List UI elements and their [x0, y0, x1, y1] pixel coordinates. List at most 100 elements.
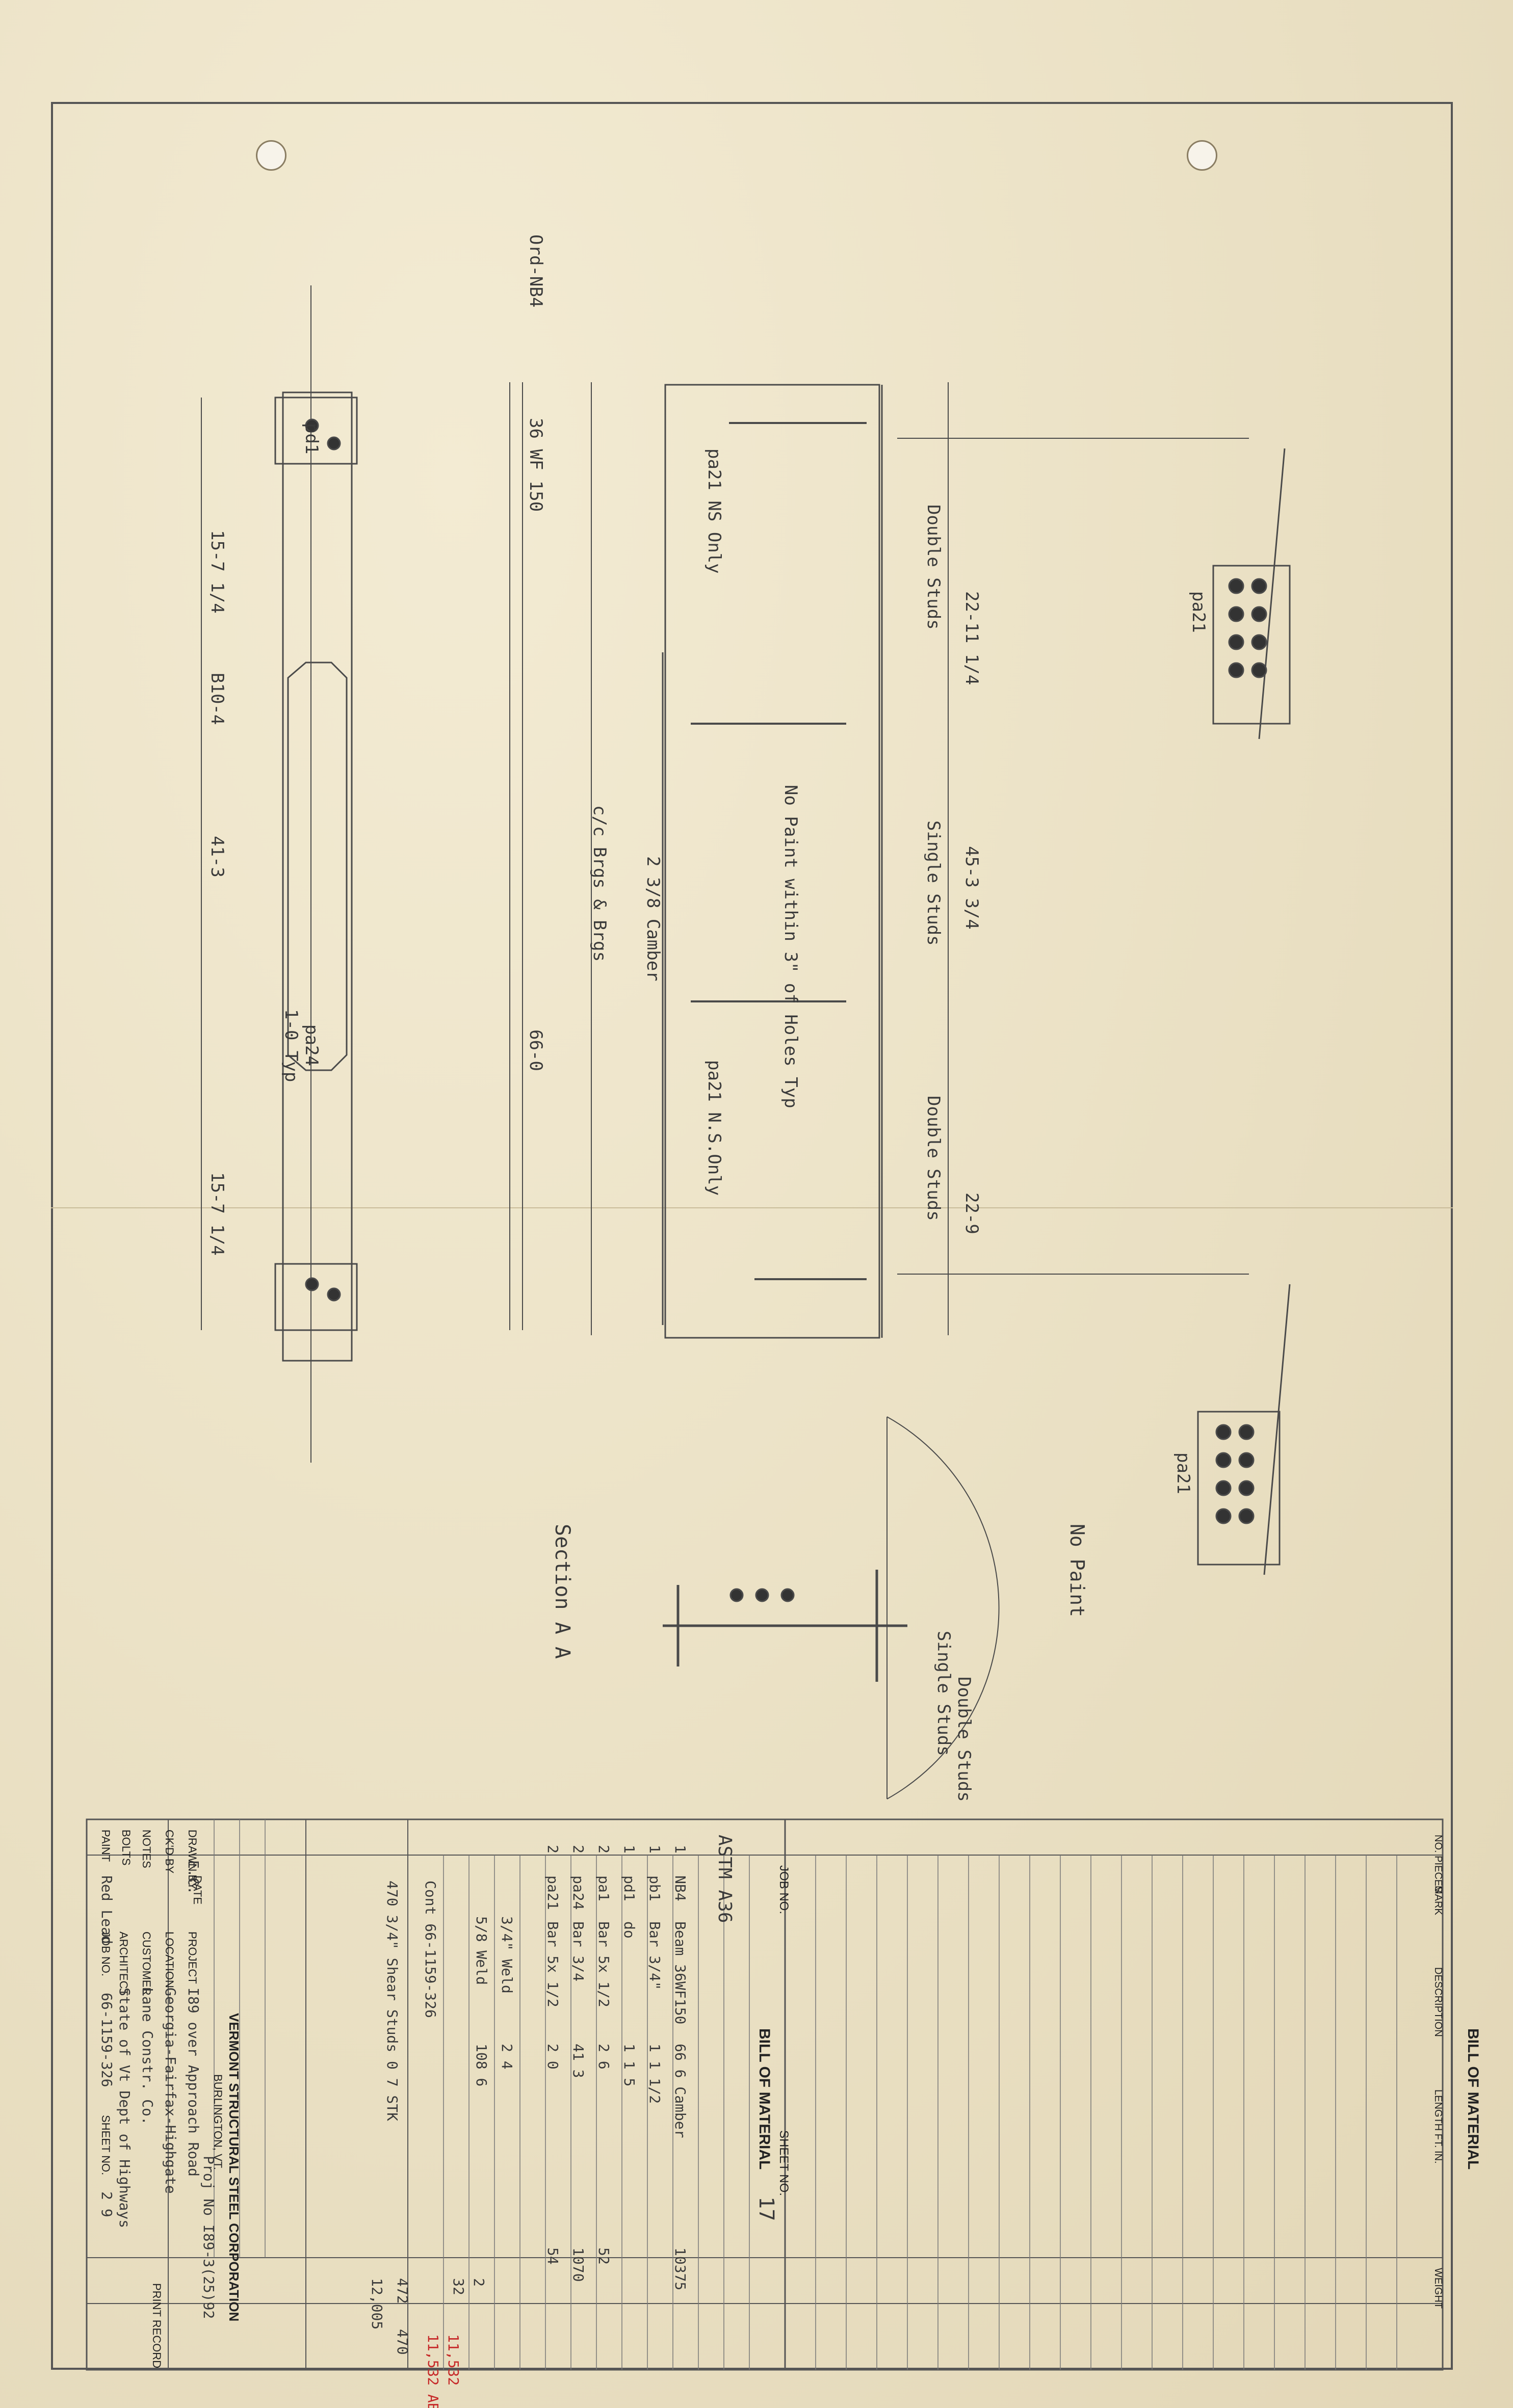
paint-label: PAINT	[99, 1830, 112, 1862]
bom-table	[86, 1818, 1444, 2371]
punch-hole	[1187, 140, 1217, 171]
cover-plate	[287, 661, 348, 1071]
section-aa-label: Section A A	[551, 1524, 574, 1659]
svg-text:pa24: pa24	[570, 1875, 587, 1910]
dim-label: 15-7 1/4	[207, 530, 227, 614]
svg-text:54: 54	[544, 2247, 561, 2265]
svg-text:2: 2	[595, 1845, 612, 1854]
dim-label: 15-7 1/4	[207, 1172, 227, 1256]
project-value: I89 over Approach Road	[185, 1988, 202, 2177]
svg-text:do: do	[621, 1921, 638, 1939]
architect-label: ARCHITECT	[117, 1931, 130, 1996]
dim-label: 1-0 Typ	[281, 1009, 301, 1082]
svg-text:Bar 3/4": Bar 3/4"	[646, 1921, 663, 1990]
part-mark: pa24	[301, 1024, 322, 1066]
total-col: 472	[394, 2278, 411, 2304]
company-city: BURLINGTON, VT.	[212, 2074, 224, 2170]
end-connection-detail-bottom	[1197, 1284, 1291, 1575]
beam-id-label: Ord-NB4	[526, 234, 546, 307]
end-connection-detail-top	[1212, 448, 1291, 739]
svg-text:NB4: NB4	[672, 1875, 689, 1901]
location-label: LOCATION	[163, 1931, 176, 1988]
spec-label: ASTM A36	[714, 1835, 735, 1923]
svg-text:10375: 10375	[672, 2247, 689, 2290]
customer-label: CUSTOMER	[140, 1931, 153, 1996]
svg-text:1070: 1070	[570, 2247, 587, 2282]
svg-text:1: 1	[672, 1845, 689, 1854]
beam-elevation	[664, 384, 880, 1339]
bom-col-header: NO. PIECES	[1432, 1835, 1444, 1893]
dim-label: 41-3	[207, 836, 227, 878]
dim-label: B10-4	[207, 673, 227, 725]
print-record-label: PRINT RECORD	[150, 2283, 163, 2368]
svg-text:2 6: 2 6	[595, 2044, 612, 2070]
date-label: DATE	[191, 1875, 204, 1904]
shear-note: pa21 NS Only	[704, 448, 724, 574]
architect-value: State of Vt Dept of Highways	[116, 1988, 133, 2228]
part-mark: pa21	[1188, 591, 1209, 633]
drawn-value: E.C.	[185, 1860, 202, 1894]
extra-weight: 32	[450, 2278, 467, 2295]
sheet-no-label: SHEET NO.	[777, 2130, 791, 2196]
total-red: 11,532	[445, 2334, 462, 2386]
bom-col-header: MARK	[1432, 1886, 1444, 1915]
bom-row: 2 pa24 Bar 3/4 41 3 1070	[570, 1845, 587, 2282]
company-name: VERMONT STRUCTURAL STEEL CORPORATION	[226, 2013, 242, 2321]
job-no-label: JOB NO.	[777, 1865, 791, 1914]
svg-text:Bar 3/4: Bar 3/4	[570, 1921, 587, 1981]
shear-studs	[691, 422, 867, 1280]
svg-text:2: 2	[544, 1845, 561, 1854]
svg-text:1 1 1/2: 1 1 1/2	[646, 2044, 663, 2104]
svg-text:41 3: 41 3	[570, 2044, 587, 2078]
double-studs-label: Double Studs	[923, 1096, 944, 1221]
circled-sheet: 17	[754, 2197, 778, 2221]
svg-text:pd1: pd1	[621, 1875, 638, 1901]
bolts-label: BOLTS	[120, 1830, 133, 1866]
bottom-flange-plan	[282, 391, 353, 1362]
double-studs-label: Double Studs	[923, 505, 944, 630]
bom-row: 1 pd1 do 1 1 5	[621, 1845, 638, 2086]
project-label: PROJECT	[186, 1931, 199, 1984]
weld-note: 3/4" Weld	[499, 1916, 515, 1994]
no-paint-note: No Paint within 3" of Holes Typ	[780, 785, 801, 1108]
total-col: 470	[394, 2329, 411, 2355]
single-studs-label: Single Studs	[933, 1631, 954, 1756]
bom-row: 2 pa21 Bar 5x 1/2 2 0 54	[544, 1845, 561, 2265]
double-studs-label: Double Studs	[954, 1677, 974, 1802]
bom-title: BILL OF MATERIAL	[756, 2028, 773, 2169]
drawing-border	[51, 102, 1453, 2370]
svg-text:pa21: pa21	[544, 1875, 561, 1910]
bom-grid	[214, 1819, 1397, 2370]
dim-label: 22-11 1/4	[961, 591, 982, 685]
svg-text:Bar 5x 1/2: Bar 5x 1/2	[544, 1921, 561, 2007]
bom-row: 1 pb1 Bar 3/4" 1 1 1/2	[646, 1845, 663, 2104]
weld-note: 5/8 Weld	[473, 1916, 490, 1985]
cont-note: Cont 66-1159-326	[422, 1881, 439, 2018]
job-label: JOB NO.	[99, 1931, 112, 1976]
single-studs-label: Single Studs	[923, 821, 944, 946]
section-aa	[663, 1416, 1000, 1800]
part-mark: pa21	[1173, 1452, 1193, 1494]
svg-text:52: 52	[595, 2247, 612, 2265]
beam-size-label: 36 WF 150	[526, 418, 546, 512]
bom-row: 2 pa1 Bar 5x 1/2 2 6 52	[595, 1845, 612, 2265]
svg-text:1: 1	[646, 1845, 663, 1854]
bom-col-header: LENGTH FT. IN.	[1432, 2089, 1444, 2164]
extra-weight: 2	[471, 2278, 487, 2287]
svg-text:Bar 5x 1/2: Bar 5x 1/2	[595, 1921, 612, 2007]
chkd-label: CK'D BY	[163, 1830, 176, 1873]
length-dim-label: 66-0	[526, 1029, 546, 1071]
stud-line: 470 3/4" Shear Studs 0 7 STK	[384, 1881, 401, 2121]
svg-text:Beam 36WF150: Beam 36WF150	[672, 1921, 689, 2024]
svg-text:1: 1	[621, 1845, 638, 1854]
drawn-label: DRAWN BY	[186, 1830, 199, 1890]
dim-label: 22-9	[961, 1193, 982, 1234]
camber-note: 2 3/8 Camber	[643, 856, 663, 982]
bom-title: BILL OF MATERIAL	[1465, 2028, 1481, 2169]
notes-label: NOTES	[140, 1830, 153, 1868]
studs-note: pa21 N.S.Only	[704, 1060, 724, 1196]
svg-text:2 0: 2 0	[544, 2044, 561, 2070]
sheet-label: SHEET NO.	[99, 2115, 112, 2175]
